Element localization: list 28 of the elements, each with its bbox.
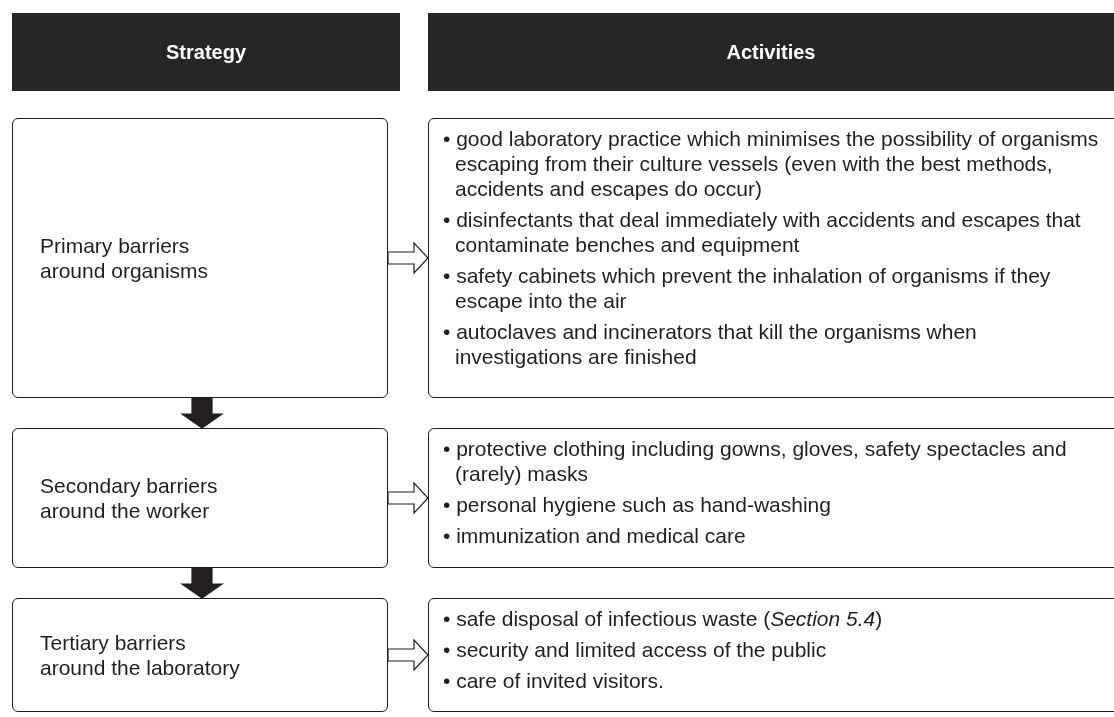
header-text: Activities [726, 40, 816, 65]
strategy-text: Primary barriers around organisms [40, 233, 210, 283]
bullet-item: • security and limited access of the public [443, 637, 828, 662]
bullet-item: • autoclaves and incinerators that kill the organisms when investigations are finished [443, 319, 978, 369]
strategy-box [12, 598, 388, 712]
header-bar [428, 13, 1114, 91]
header-bar [12, 13, 400, 91]
strategy-box [12, 428, 388, 568]
block-arrow [180, 567, 224, 599]
hollow-arrow [387, 481, 429, 515]
activity-box [428, 118, 1114, 398]
hollow-arrow [387, 241, 429, 275]
strategy-text: Secondary barriers around the worker [40, 473, 219, 523]
activity-box [428, 598, 1114, 712]
bullet-item: • good laboratory practice which minimises the possibility of organisms escaping from their culture vessels (even with the best methods, accidents and escapes do occur) [443, 126, 1100, 201]
header-text: Strategy [166, 40, 246, 65]
bullet-item: • protective clothing including gowns, gloves, safety spectacles and (rarely) masks [443, 436, 1068, 486]
strategy-text: Tertiary barriers around the laboratory [40, 630, 241, 680]
hollow-arrow [387, 638, 429, 672]
bullet-item: • safety cabinets which prevent the inhalation of organisms if they escape into the air [443, 263, 1052, 313]
bullet-item: • care of invited visitors. [443, 668, 665, 693]
strategy-box [12, 118, 388, 398]
activity-box [428, 428, 1114, 568]
bullet-item: • safe disposal of infectious waste (Section 5.4) [443, 606, 884, 631]
bullet-item: • disinfectants that deal immediately with accidents and escapes that contaminate benches and equipment [443, 207, 1082, 257]
block-arrow [180, 397, 224, 429]
bullet-item: • immunization and medical care [443, 523, 747, 548]
bullet-item: • personal hygiene such as hand-washing [443, 492, 832, 517]
